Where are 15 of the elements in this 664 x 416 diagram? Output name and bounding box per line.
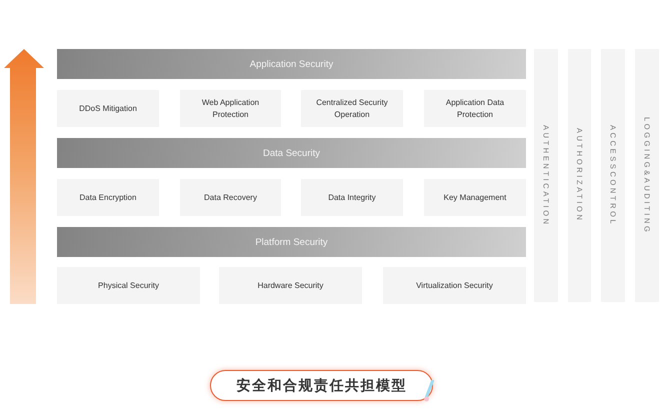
service-box: Web Application Protection: [180, 90, 281, 127]
service-box: Data Recovery: [180, 179, 281, 216]
service-box: Application Data Protection: [424, 90, 526, 127]
service-box: Key Management: [424, 179, 526, 216]
caption-banner: 安全和合规责任共担模型: [210, 370, 433, 401]
layer-banner: Data Security: [57, 138, 526, 168]
service-box: Centralized Security Operation: [301, 90, 403, 127]
layer-banner: Application Security: [57, 49, 526, 79]
service-box: DDoS Mitigation: [57, 90, 159, 127]
service-box: Physical Security: [57, 267, 200, 304]
service-box: Hardware Security: [219, 267, 362, 304]
service-box: Virtualization Security: [383, 267, 526, 304]
service-box: Data Encryption: [57, 179, 159, 216]
layer-banner: Platform Security: [57, 227, 526, 257]
service-box: Data Integrity: [301, 179, 403, 216]
